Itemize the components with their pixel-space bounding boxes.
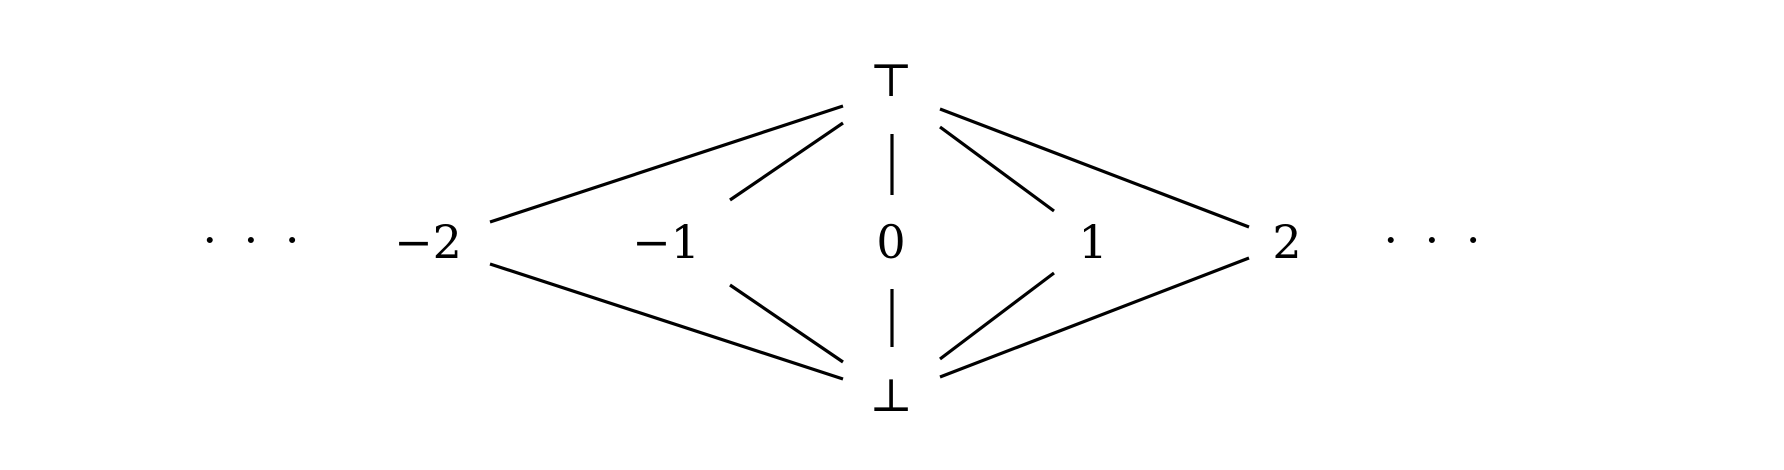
edge-pos1-top — [939, 125, 1055, 213]
ellipsis-right: · · · — [1383, 213, 1486, 267]
node-neg1: −1 — [632, 215, 700, 269]
node-top: ⊤ — [869, 53, 912, 107]
edge-bottom-pos2 — [939, 256, 1250, 379]
ellipsis-left: · · · — [202, 213, 305, 267]
node-neg2: −2 — [394, 215, 462, 269]
node-pos1: 1 — [1078, 215, 1107, 269]
edge-pos2-top — [939, 107, 1250, 229]
edge-neg1-top — [729, 121, 844, 202]
edge-bottom-neg1 — [729, 283, 844, 364]
edge-bottom-neg2 — [489, 262, 844, 381]
node-bottom: ⊥ — [869, 368, 912, 422]
edge-bottom-pos1 — [939, 271, 1055, 361]
node-pos2: 2 — [1272, 215, 1301, 269]
edge-neg2-top — [489, 104, 844, 224]
node-zero: 0 — [876, 215, 905, 269]
